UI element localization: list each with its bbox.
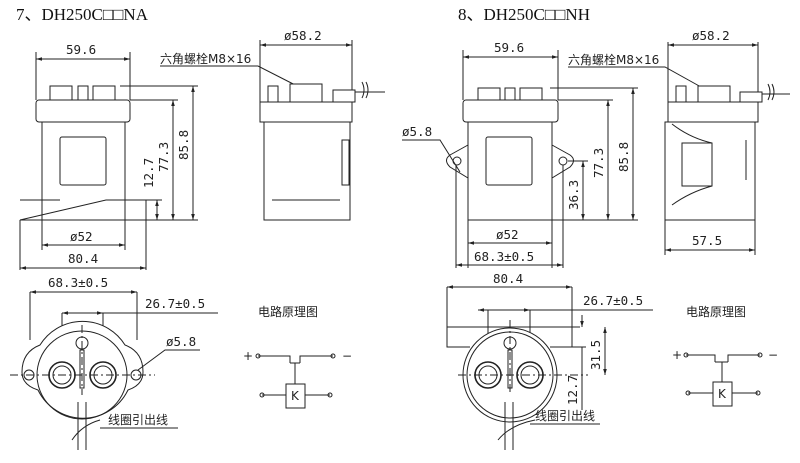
coil-lead-label: 线圈引出线	[535, 409, 595, 423]
dim-flange-width: 80.4	[493, 271, 523, 286]
dim-hole-spacing: 68.3±0.5	[474, 249, 534, 264]
dim-height-overall: 85.8	[616, 142, 631, 172]
dim-width: 59.6	[66, 42, 96, 57]
dim-vertical-12-7: 12.7	[565, 375, 580, 405]
dim-height-overall: 85.8	[176, 130, 191, 160]
nh-top-view: 80.4 26.7±0.5 31.5 12.7 线圈引出线	[446, 271, 653, 450]
coil-lead-label: 线圈引出线	[108, 413, 168, 427]
dim-hole-spacing: 68.3±0.5	[48, 275, 108, 290]
dim-side-diameter: ø58.2	[284, 28, 322, 43]
circuit-title: 电路原理图	[686, 304, 746, 319]
nh-front-view: 59.6 ø5.8 85.8 77.3 36.3 ø52 68.3±0.5	[402, 40, 638, 268]
dim-width: 59.6	[494, 40, 524, 55]
side-body	[263, 121, 351, 221]
minus-terminal-label: −	[768, 348, 778, 362]
dim-vertical-31-5: 31.5	[588, 340, 603, 370]
label-window	[59, 136, 107, 186]
na-top-view: 68.3±0.5 26.7±0.5 ø5.8 线圈引出线	[10, 275, 218, 450]
model-nh-title: 8、DH250C□□NH	[458, 5, 590, 24]
nh-side-view: ø58.2 六角螺栓M8×16 57.5	[568, 28, 790, 255]
dim-ear-height: 36.3	[566, 180, 581, 210]
model-na-section: 7、DH250C□□NA 59.6 85.8 77.3 12.7 ø52 80.…	[10, 5, 385, 450]
dim-flange-width: 80.4	[68, 251, 98, 266]
nh-circuit-diagram: 电路原理图 + − K	[672, 304, 778, 407]
dim-height-body: 77.3	[156, 142, 171, 172]
dim-mount-hole: ø5.8	[402, 124, 432, 139]
dim-mount-hole: ø5.8	[166, 334, 196, 349]
coil-symbol: K	[718, 387, 727, 401]
plus-terminal-label: +	[672, 348, 682, 362]
model-nh-section: 8、DH250C□□NH 59.6 ø5.8 85.8 77.3 36.3 ø5…	[402, 5, 790, 450]
coil-box	[285, 383, 306, 409]
dim-side-diameter: ø58.2	[692, 28, 730, 43]
coil-box	[712, 381, 733, 407]
dim-diameter-52: ø52	[496, 227, 519, 242]
dim-flange-height: 12.7	[141, 158, 156, 188]
dim-side-width: 57.5	[692, 233, 722, 248]
bolt-label: 六角螺栓M8×16	[568, 52, 659, 67]
na-circuit-diagram: 电路原理图 + − K	[243, 304, 352, 409]
dim-terminal-spacing: 26.7±0.5	[583, 293, 643, 308]
dim-terminal-spacing: 26.7±0.5	[145, 296, 205, 311]
header-plate	[35, 99, 131, 123]
side-header-plate	[259, 101, 353, 123]
bolt-label: 六角螺栓M8×16	[160, 51, 251, 66]
minus-terminal-label: −	[342, 349, 352, 363]
na-front-view: 59.6 85.8 77.3 12.7 ø52 80.4	[19, 42, 198, 270]
na-side-view: ø58.2 六角螺栓M8×16	[160, 28, 385, 221]
circuit-title: 电路原理图	[258, 304, 318, 319]
coil-symbol: K	[291, 389, 300, 403]
model-na-title: 7、DH250C□□NA	[16, 5, 149, 24]
terminal-bolt-left	[49, 85, 73, 101]
dim-diameter-52: ø52	[70, 229, 93, 244]
dim-height-body: 77.3	[591, 148, 606, 178]
plus-terminal-label: +	[243, 349, 253, 363]
terminal-bolt-right	[92, 85, 116, 101]
